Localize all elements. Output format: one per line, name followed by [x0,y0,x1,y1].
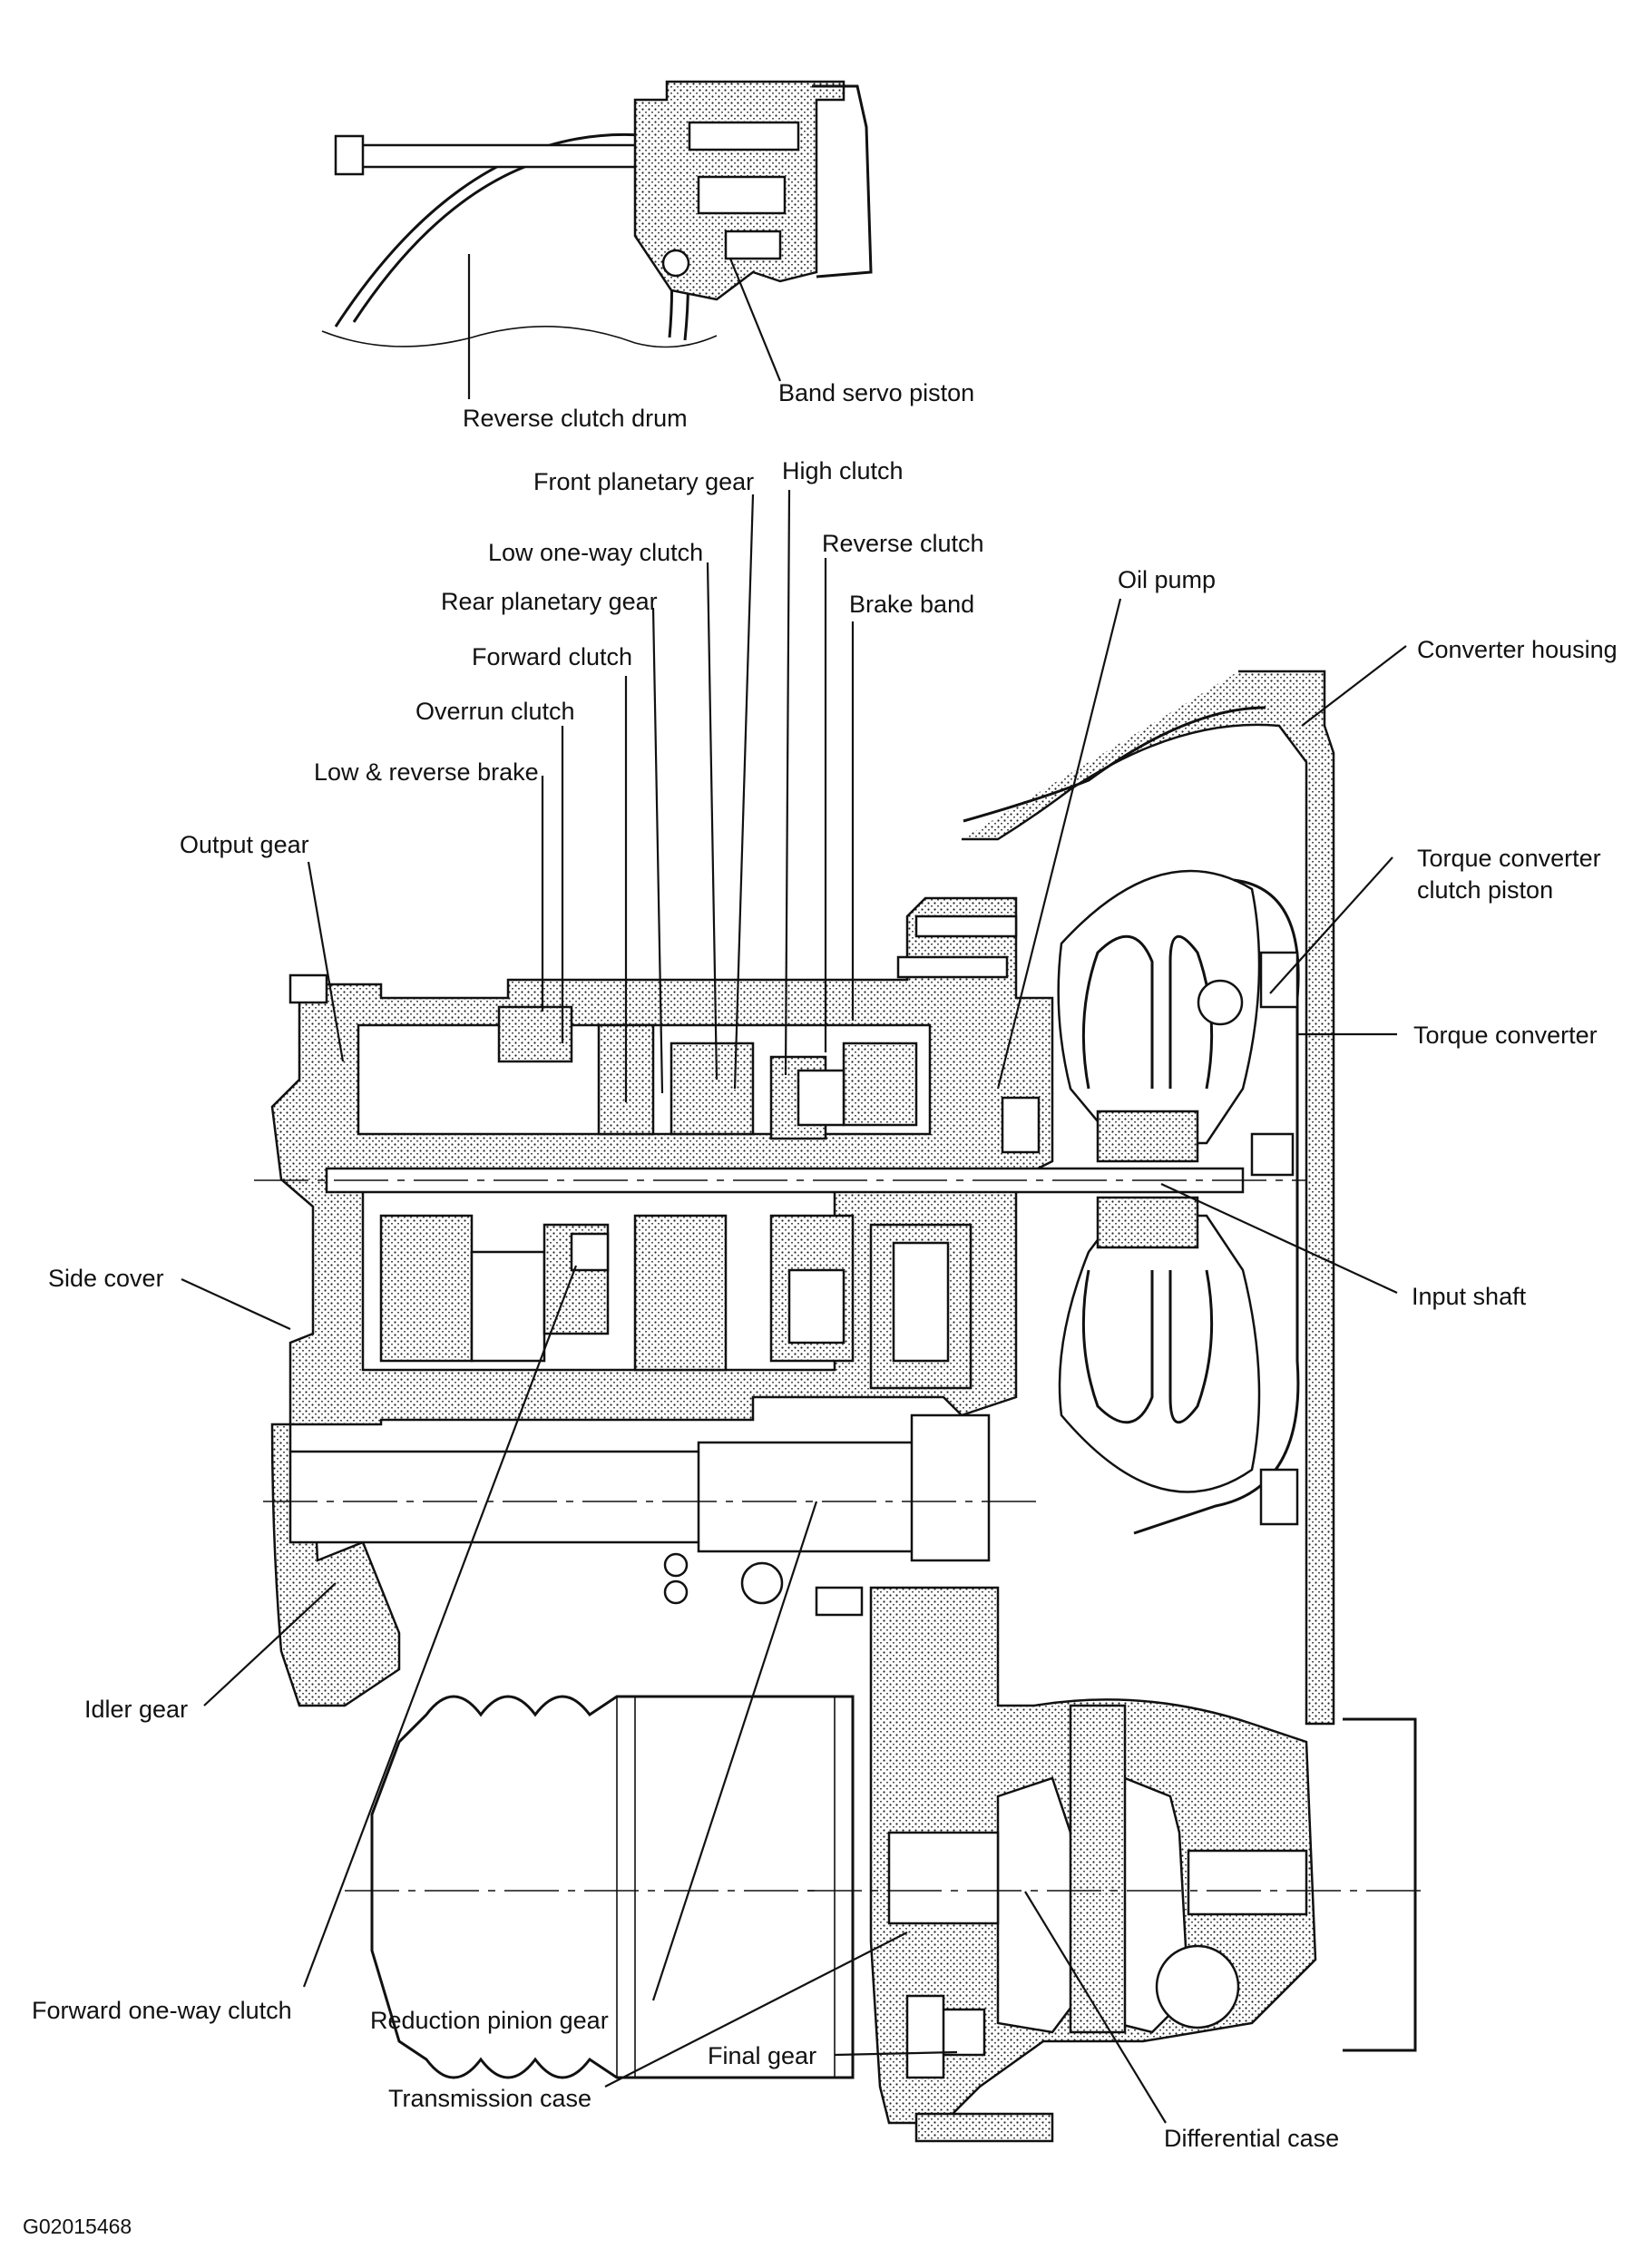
label-brake-band: Brake band [849,591,974,618]
label-low-one-way-clutch: Low one-way clutch [488,539,703,566]
leader-torque-converter-clutch-piston [1269,856,1393,994]
leader-side-cover [181,1278,291,1330]
leader-high-clutch [784,489,791,1076]
label-side-cover: Side cover [48,1265,164,1292]
clutch-packs-lower [379,1214,973,1390]
differential-assembly [807,1586,1424,2143]
leader-input-shaft [1160,1183,1398,1294]
label-torque-converter: Torque converter [1413,1022,1598,1049]
reduction-shaft [263,1413,1043,1605]
figure-code: G02015468 [23,2215,132,2238]
label-oil-pump: Oil pump [1118,566,1216,593]
leader-output-gear [307,861,345,1062]
clutch-packs-upper [497,1005,1041,1154]
label-forward-clutch: Forward clutch [472,643,632,670]
leader-low-one-way-clutch [706,562,718,1081]
callout-labels: Reverse clutch drum Band servo piston Fr… [23,379,1618,2238]
label-overrun-clutch: Overrun clutch [415,698,575,725]
leader-reduction-pinion-gear [651,1501,818,2001]
bolts [288,914,1299,2079]
leader-forward-one-way-clutch [302,1265,578,1988]
label-front-planetary-gear: Front planetary gear [533,468,754,495]
leader-oil-pump [996,598,1122,1090]
driveshaft-boot [345,1695,855,2079]
leader-transmission-case [604,1931,908,2088]
label-reverse-clutch: Reverse clutch [822,530,984,557]
leader-differential-case [1024,1891,1167,2124]
label-idler-gear: Idler gear [84,1696,188,1723]
leader-final-gear [834,2050,958,2057]
label-reduction-pinion-gear: Reduction pinion gear [370,2007,609,2034]
label-input-shaft: Input shaft [1412,1283,1527,1310]
label-band-servo-piston: Band servo piston [778,379,974,406]
leader-idler-gear [203,1582,337,1706]
band-servo-inset [321,80,873,348]
label-differential-case: Differential case [1164,2125,1339,2152]
leader-front-planetary-gear [733,494,755,1090]
label-output-gear: Output gear [180,831,309,858]
leader-band-servo-piston [728,258,782,382]
label-forward-one-way-clutch: Forward one-way clutch [32,1997,292,2024]
label-low-reverse-brake: Low & reverse brake [314,758,539,786]
label-torque-converter-clutch-piston-1: Torque converter [1417,845,1601,872]
leader-lines [181,254,1407,2124]
torque-converter-body [1057,869,1300,1535]
label-reverse-clutch-drum: Reverse clutch drum [463,405,688,432]
label-rear-planetary-gear: Rear planetary gear [441,588,658,615]
label-torque-converter-clutch-piston-2: clutch piston [1417,876,1553,904]
label-final-gear: Final gear [708,2042,816,2069]
leader-rear-planetary-gear [651,607,664,1094]
label-high-clutch: High clutch [782,457,904,484]
label-converter-housing: Converter housing [1417,636,1618,663]
leader-converter-housing [1301,645,1407,727]
transmission-section [254,670,1424,2143]
label-transmission-case: Transmission case [388,2085,591,2112]
